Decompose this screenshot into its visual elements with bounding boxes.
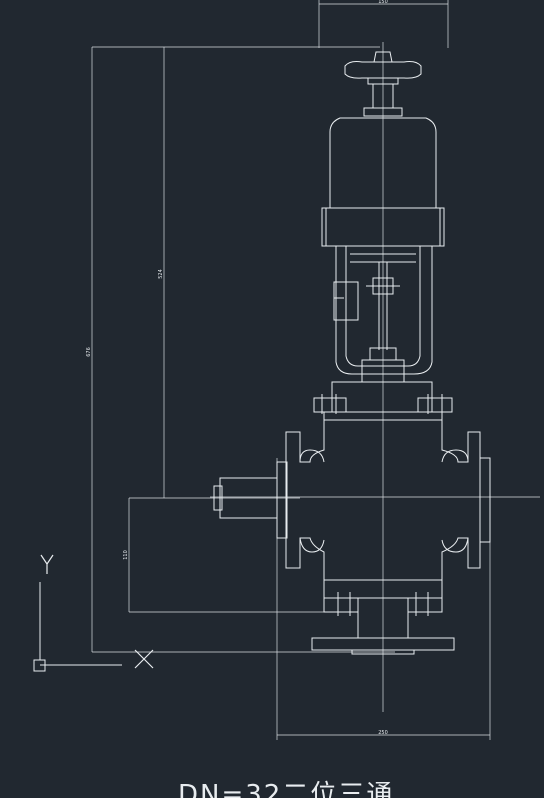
dim-overall-height: 676 [86,347,92,357]
dim-stem-height: 524 [158,269,164,279]
dim-bottom-width: 250 [378,730,388,736]
ucs-y-glyph [40,554,54,574]
valve-body [213,411,491,655]
drawing-title: DN=32二位三通 [178,780,394,798]
ucs-icon [33,554,154,672]
centerlines [210,42,540,712]
dim-branch-height: 110 [123,550,129,560]
actuator [313,51,453,414]
dim-top-width: 150 [378,0,388,5]
dimension-lines: 150 676 524 110 250 [86,0,491,740]
ucs-x-glyph [134,649,154,669]
